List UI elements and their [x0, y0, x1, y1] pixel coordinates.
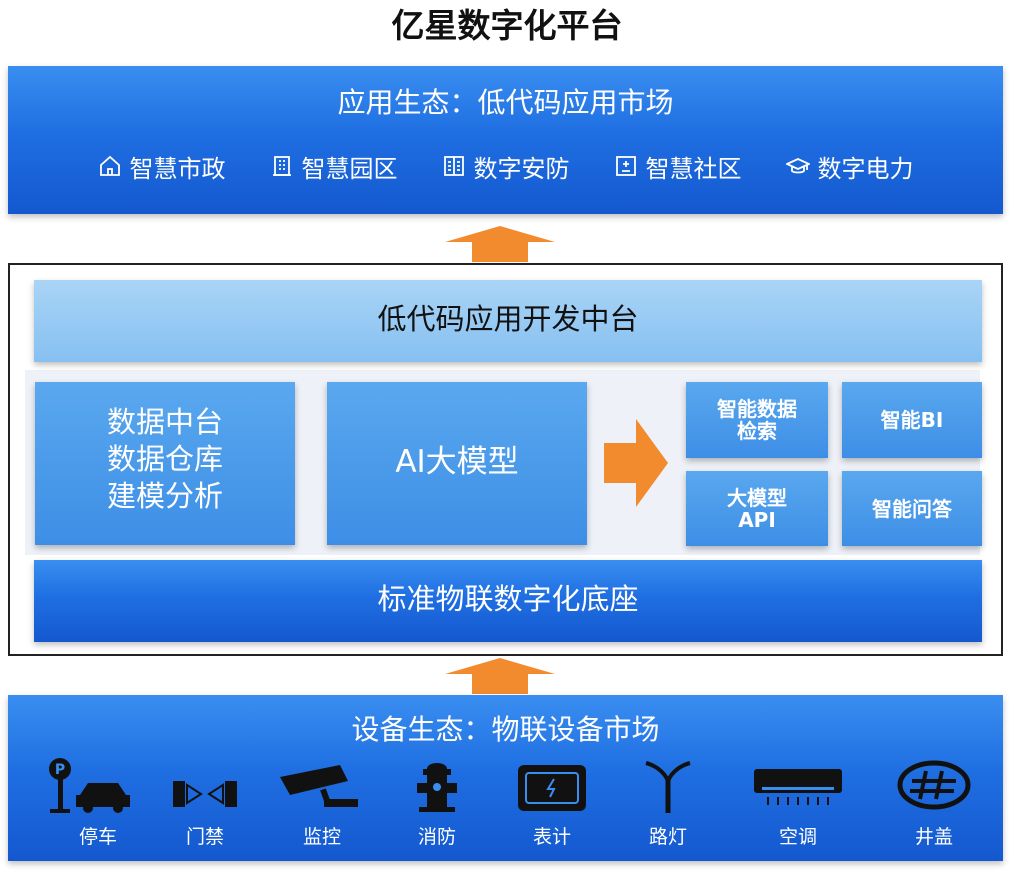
device-label: 门禁: [185, 826, 224, 848]
app-list: 智慧市政 智慧园区 数字安防 智慧社区 数字电力: [8, 146, 1003, 186]
device-label: 空调: [778, 826, 817, 848]
device-meter[interactable]: 表计: [492, 755, 612, 855]
device-monitor[interactable]: 监控: [262, 755, 382, 855]
arrow-right-icon: [604, 419, 668, 507]
app-label: 数字电力: [817, 154, 914, 183]
app-ecosystem-title: 应用生态：低代码应用市场: [337, 86, 674, 119]
access-gate-icon: [173, 781, 237, 807]
data-platform-card: 数据中台 数据仓库 建模分析: [35, 382, 295, 545]
building-icon: [272, 156, 291, 176]
app-label: 智慧社区: [645, 154, 742, 183]
arrow-up-icon: [445, 226, 555, 262]
device-ecosystem-title: 设备生态：物联设备市场: [351, 713, 660, 746]
capability-label: API: [738, 507, 776, 532]
data-line: 建模分析: [106, 479, 223, 513]
app-item-security[interactable]: 数字安防: [442, 149, 570, 184]
device-label: 监控: [302, 826, 341, 848]
manhole-icon: [897, 760, 971, 810]
streetlight-icon: [645, 761, 691, 813]
device-aircon[interactable]: 空调: [738, 755, 858, 855]
capability-label: 智能数据: [717, 397, 797, 421]
smart-data-search-card: 智能数据检索: [686, 382, 828, 458]
ai-model-card: AI大模型: [327, 382, 587, 545]
capability-label: 检索: [737, 419, 777, 443]
hydrant-icon: [417, 763, 457, 812]
device-label: 路灯: [648, 826, 687, 848]
app-label: 智慧园区: [301, 154, 398, 183]
device-label: 停车: [78, 826, 117, 848]
app-ecosystem-panel: 应用生态：低代码应用市场 智慧市政 智慧园区 数字安防 智慧社区: [8, 66, 1003, 214]
data-line: 数据中台: [106, 405, 223, 439]
camera-icon: [280, 765, 358, 807]
device-label: 井盖: [914, 826, 953, 848]
capability-label: 智能BI: [880, 408, 944, 432]
meter-icon: [518, 765, 586, 811]
app-item-power[interactable]: 数字电力: [785, 149, 914, 184]
capability-label: 智能问答: [872, 496, 952, 521]
smart-qa-card: 智能问答: [842, 471, 982, 546]
device-ecosystem-panel: 设备生态：物联设备市场 P 停车 门禁 监控: [8, 695, 1003, 861]
page-title: 亿星数字化平台: [391, 6, 623, 45]
arrow-up-icon: [445, 658, 555, 694]
app-label: 数字安防: [473, 154, 570, 183]
smart-bi-card: 智能BI: [842, 382, 982, 458]
house-icon: [99, 155, 120, 176]
svg-text:P: P: [55, 762, 65, 778]
device-parking[interactable]: P 停车: [38, 755, 158, 855]
community-icon: [615, 156, 636, 176]
iot-foundation-bar: 标准物联数字化底座: [34, 560, 982, 642]
parking-car-icon: P: [49, 758, 130, 813]
app-item-community[interactable]: 智慧社区: [614, 149, 742, 184]
app-item-park[interactable]: 智慧园区: [270, 149, 398, 184]
air-conditioner-icon: [754, 769, 842, 805]
app-item-municipal[interactable]: 智慧市政: [98, 149, 226, 184]
device-label: 表计: [532, 826, 571, 848]
device-label: 消防: [417, 826, 456, 848]
office-icon: [443, 156, 464, 176]
device-manhole[interactable]: 井盖: [874, 755, 994, 855]
device-access[interactable]: 门禁: [145, 755, 265, 855]
graduation-cap-icon: [785, 158, 810, 174]
capability-label: 大模型: [727, 485, 787, 510]
app-label: 智慧市政: [129, 154, 226, 183]
data-line: 数据仓库: [106, 442, 223, 476]
ai-model-label: AI大模型: [395, 444, 519, 480]
device-fire[interactable]: 消防: [377, 755, 497, 855]
lowcode-platform-bar: 低代码应用开发中台: [34, 280, 982, 362]
device-streetlight[interactable]: 路灯: [608, 755, 728, 855]
